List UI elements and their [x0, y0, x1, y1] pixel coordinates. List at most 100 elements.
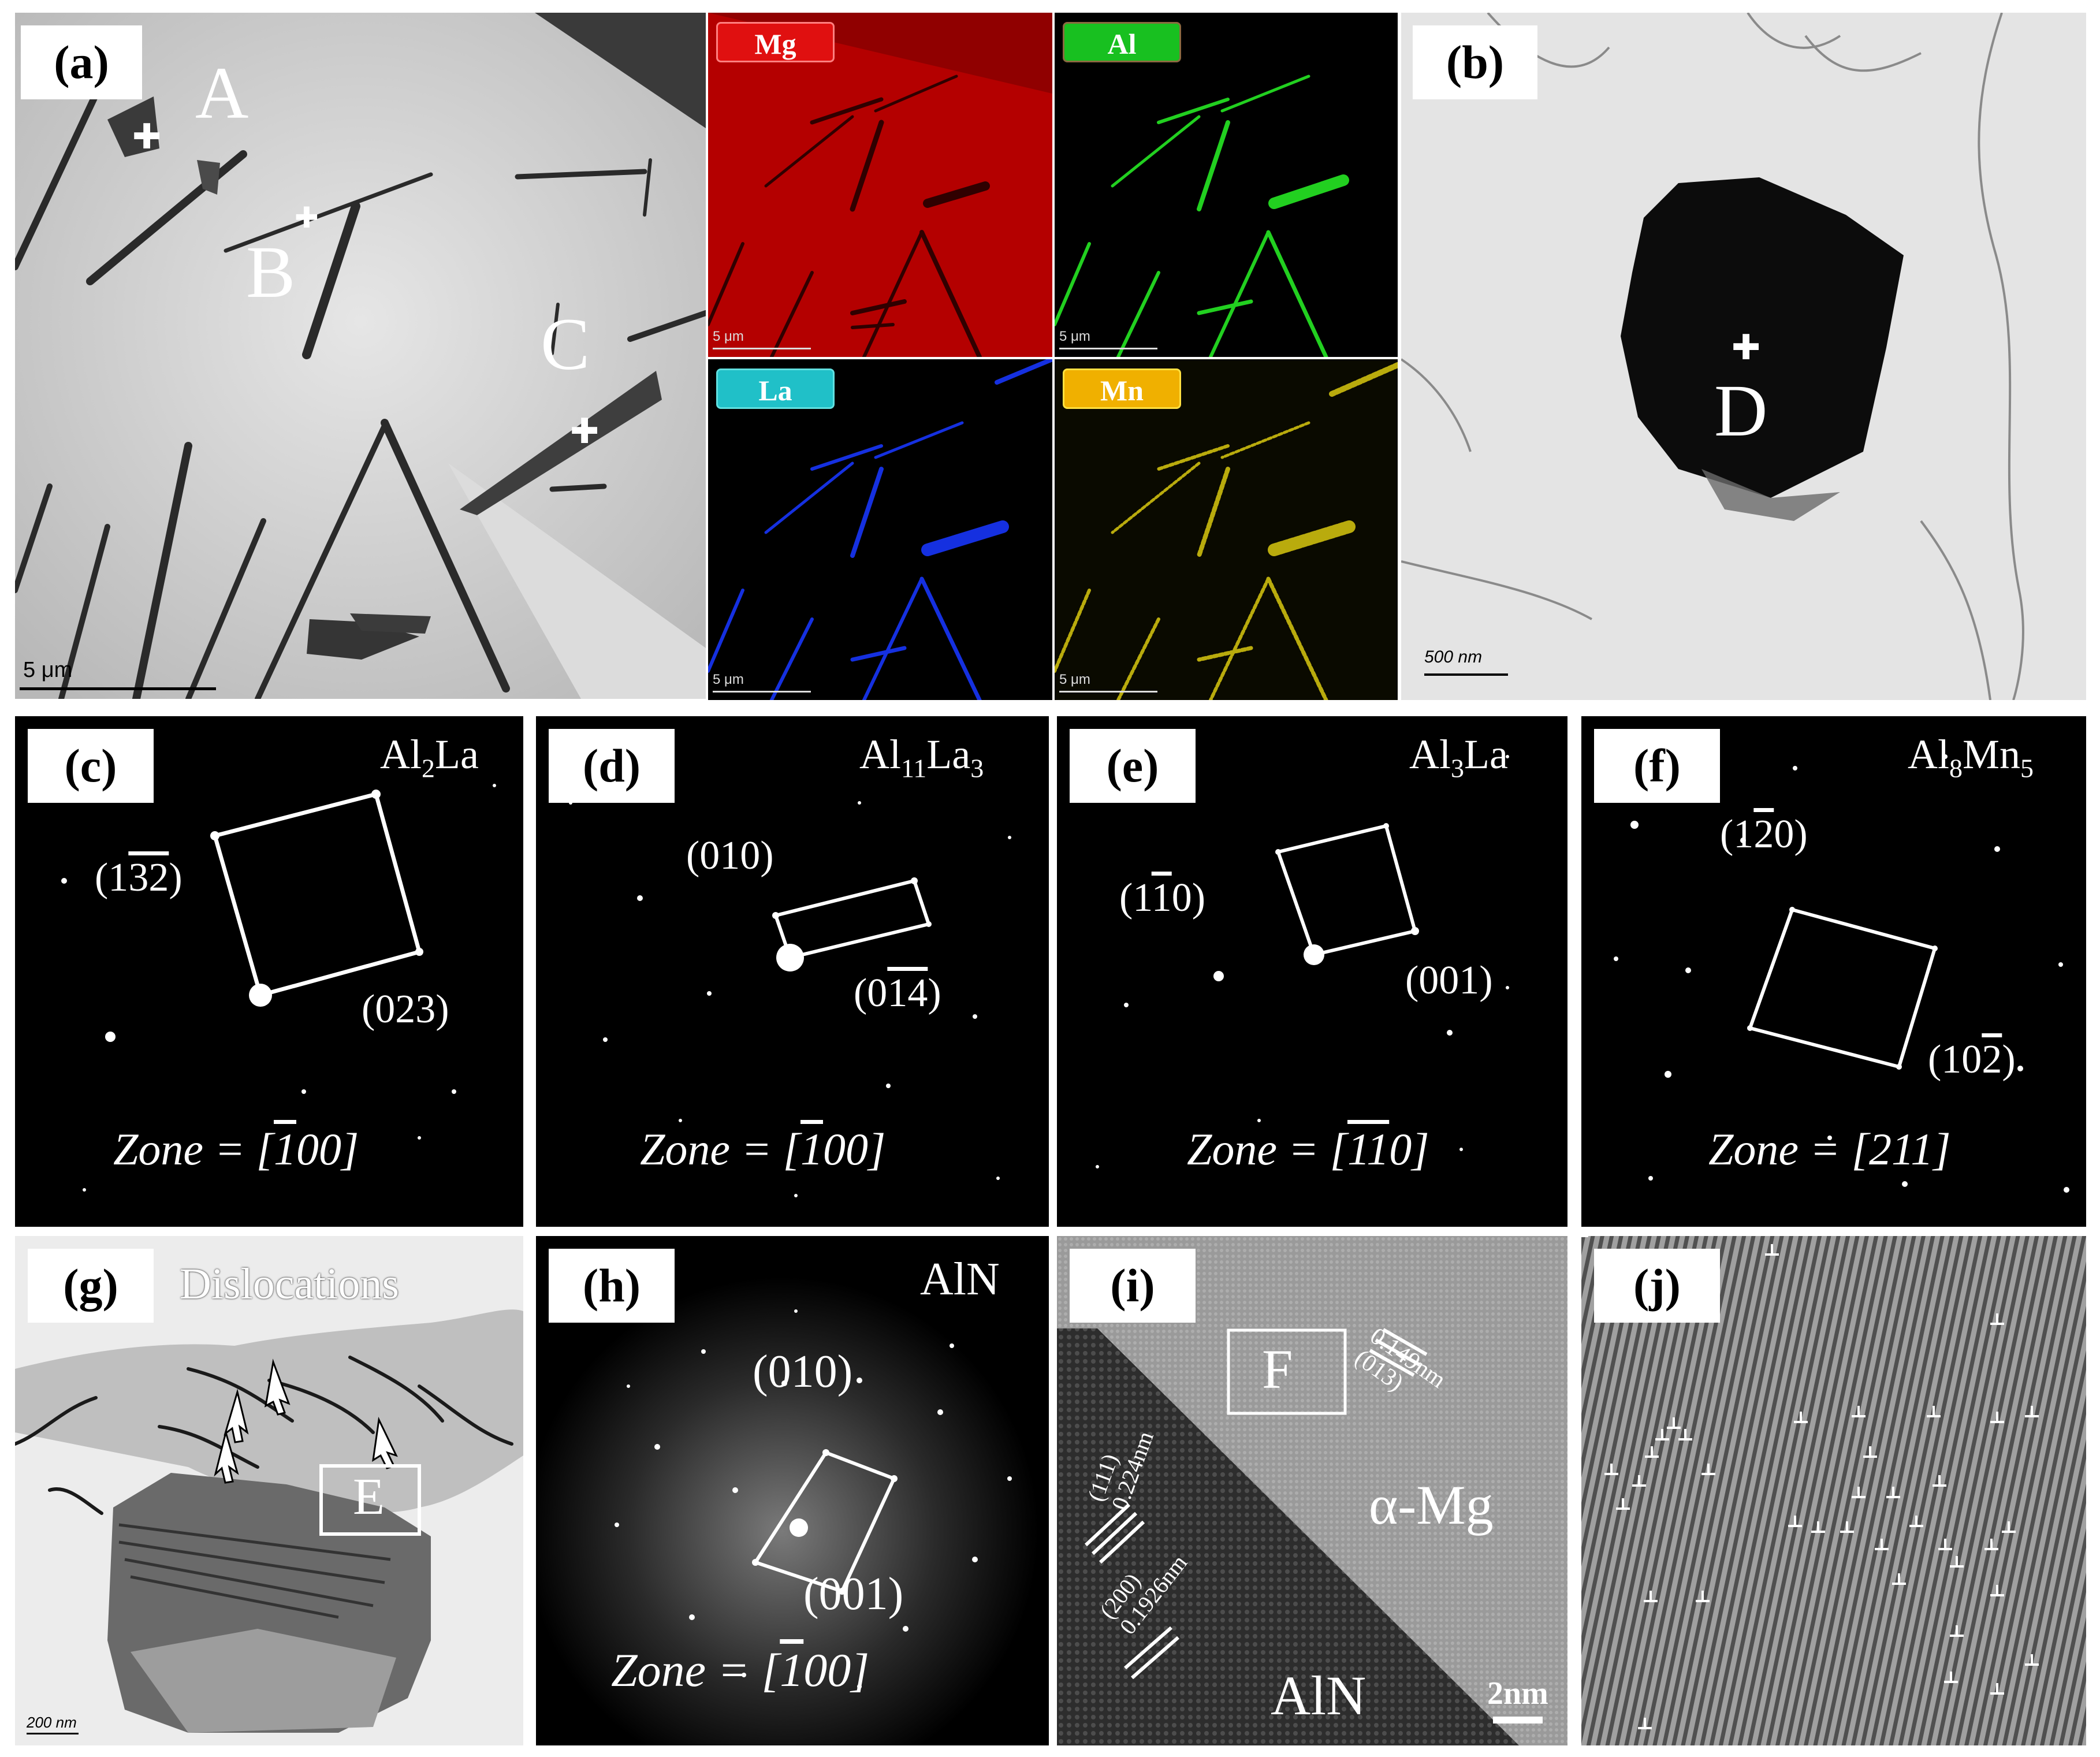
map-scale-al: 5 μm [1059, 329, 1090, 344]
panel-b-scale-label: 500 nm [1424, 647, 1483, 667]
panel-c-zone: Zone = [100] [113, 1123, 359, 1175]
phase-sub: 8 [1949, 753, 1963, 783]
panel-c-phase: Al2La [380, 731, 479, 783]
map-tag-al: Al [1063, 22, 1181, 62]
map-scale-mn: 5 μm [1059, 672, 1090, 687]
phase-sub: 3 [1451, 753, 1464, 783]
zone-bar: 1 [780, 1644, 804, 1696]
spot-post: ) [2002, 1037, 2016, 1082]
panel-f-diffraction: (f) Al8Mn5 (120) (102) Zone = [211] [1581, 716, 2086, 1227]
zone-pre: Zone = [ [611, 1644, 780, 1696]
spot-post: ) [928, 971, 941, 1015]
point-a-label: A [195, 52, 249, 134]
panel-i-image [1057, 1236, 1567, 1745]
panel-e-zone: Zone = [110] [1187, 1123, 1429, 1175]
panel-d-spot2: (014) [854, 970, 941, 1017]
panel-h-zone: Zone = [100] [611, 1643, 869, 1698]
map-tag-mg: Mg [716, 22, 835, 62]
spot-bar: 2 [1753, 812, 1774, 857]
cross-marker-b: ✚ [295, 201, 319, 234]
zone-bar: 1 [274, 1124, 296, 1174]
spot-bar: 32 [128, 855, 169, 900]
panel-h-phase: AlN [920, 1254, 1000, 1305]
point-c-label: C [541, 303, 590, 385]
phase-base: Al [380, 731, 422, 777]
zone-pre: Zone = [ [113, 1124, 274, 1174]
point-d-label: D [1714, 370, 1768, 452]
panel-g-scale-label: 200 nm [27, 1714, 77, 1731]
panel-i-matrix-label: α-Mg [1369, 1474, 1494, 1536]
panel-a-scale-label: 5 μm [23, 658, 73, 682]
panel-e-label: (e) [1070, 729, 1196, 803]
panel-d-diffraction: (d) Al11La3 (010) (014) Zone = [100] [536, 716, 1049, 1227]
panel-f-zone: Zone = [211] [1708, 1123, 1951, 1175]
zone-post: 0] [1389, 1124, 1429, 1174]
eds-map-al: Al 5 μm [1055, 13, 1398, 357]
la-map-image [708, 359, 1052, 700]
panel-d-zone: Zone = [100] [640, 1123, 885, 1175]
panel-h-label: (h) [549, 1249, 675, 1323]
panel-e-spot1: (110) [1119, 875, 1205, 921]
spot-pre: (10 [1928, 1037, 1982, 1082]
phase-mid: La [435, 731, 479, 777]
cross-marker-d: ✚ [1732, 327, 1761, 368]
spot-post: 0) [1774, 812, 1808, 857]
panel-e-diffraction: (e) Al3La (110) (001) Zone = [110] [1057, 716, 1567, 1227]
panel-d-phase: Al11La3 [859, 731, 984, 783]
panel-h-spot1: (010) [753, 1346, 853, 1397]
panel-i-hrtem: (i) F 0.149nm(013) (111)0.224nm (200)0.1… [1057, 1236, 1567, 1745]
spot-post: 0) [1171, 876, 1206, 920]
zone-post: 00] [296, 1124, 359, 1174]
eds-map-mg: Mg 5 μm [708, 13, 1052, 357]
panel-d-spot1: (010) [686, 833, 774, 878]
spot-post: ) [169, 855, 183, 900]
phase-sub: 2 [422, 753, 435, 783]
zone-post: 211] [1869, 1124, 1951, 1174]
panel-e-phase: Al3La [1409, 731, 1508, 783]
panel-c-diffraction: (c) Al2La (132) (023) Zone = [100] [15, 716, 523, 1227]
phase-mid: La [926, 731, 971, 777]
panel-e-spot2: (001) [1405, 958, 1493, 1003]
phase-sub: 11 [901, 753, 927, 783]
phase-sub2: 5 [2020, 753, 2034, 783]
phase-sub2: 3 [970, 753, 984, 783]
zone-pre: Zone = [ [1708, 1124, 1869, 1174]
spot-bar: 14 [887, 971, 928, 1015]
phase-mid: La [1464, 731, 1508, 777]
panel-g-tem-image: (g) Dislocations E 200 nm [15, 1236, 523, 1745]
panel-c-spot2: (023) [362, 987, 449, 1032]
spot-pre: (1 [95, 855, 129, 900]
point-b-label: B [246, 231, 296, 313]
map-tag-mn: Mn [1063, 368, 1181, 409]
panel-g-dislocations-label: Dislocations [180, 1260, 399, 1308]
spot-pre: (1 [1119, 876, 1152, 920]
panel-c-label: (c) [28, 729, 154, 803]
zone-post: 00] [803, 1644, 870, 1696]
panel-d-label: (d) [549, 729, 675, 803]
panel-c-spot1: (132) [95, 855, 183, 901]
panel-i-label: (i) [1070, 1249, 1196, 1323]
panel-b-label: (b) [1413, 25, 1537, 99]
panel-j-ifft: (j) [1581, 1236, 2086, 1745]
al-map-image [1055, 13, 1398, 357]
spot-pre: (1 [1720, 812, 1754, 857]
spot-pre: (0 [854, 971, 888, 1015]
cross-marker-a: ✚ [132, 117, 162, 157]
zone-bar: 11 [1347, 1124, 1390, 1174]
phase-base: Al [1908, 731, 1949, 777]
map-scale-la: 5 μm [713, 672, 744, 687]
panel-i-particle-label: AlN [1271, 1665, 1367, 1726]
panel-h-spot2: (001) [803, 1569, 904, 1620]
panel-f-phase: Al8Mn5 [1908, 731, 2034, 783]
panel-g-label: (g) [28, 1249, 154, 1323]
zone-pre: Zone = [ [1187, 1124, 1347, 1174]
panel-a-tem-image: (a) A B C ✚ ✚ ✚ 5 μm [15, 13, 706, 699]
map-tag-la: La [716, 368, 835, 409]
panel-i-box-label: F [1262, 1338, 1293, 1400]
zone-post: 00] [823, 1124, 886, 1174]
eds-map-mn: Mn 5 μm [1055, 359, 1398, 700]
panel-f-label: (f) [1594, 729, 1720, 803]
panel-b-tem-image: (b) D ✚ 500 nm [1401, 13, 2086, 700]
panel-b-image [1401, 13, 2086, 700]
panel-h-fft: (h) AlN (010) (001) Zone = [100] [536, 1236, 1049, 1745]
